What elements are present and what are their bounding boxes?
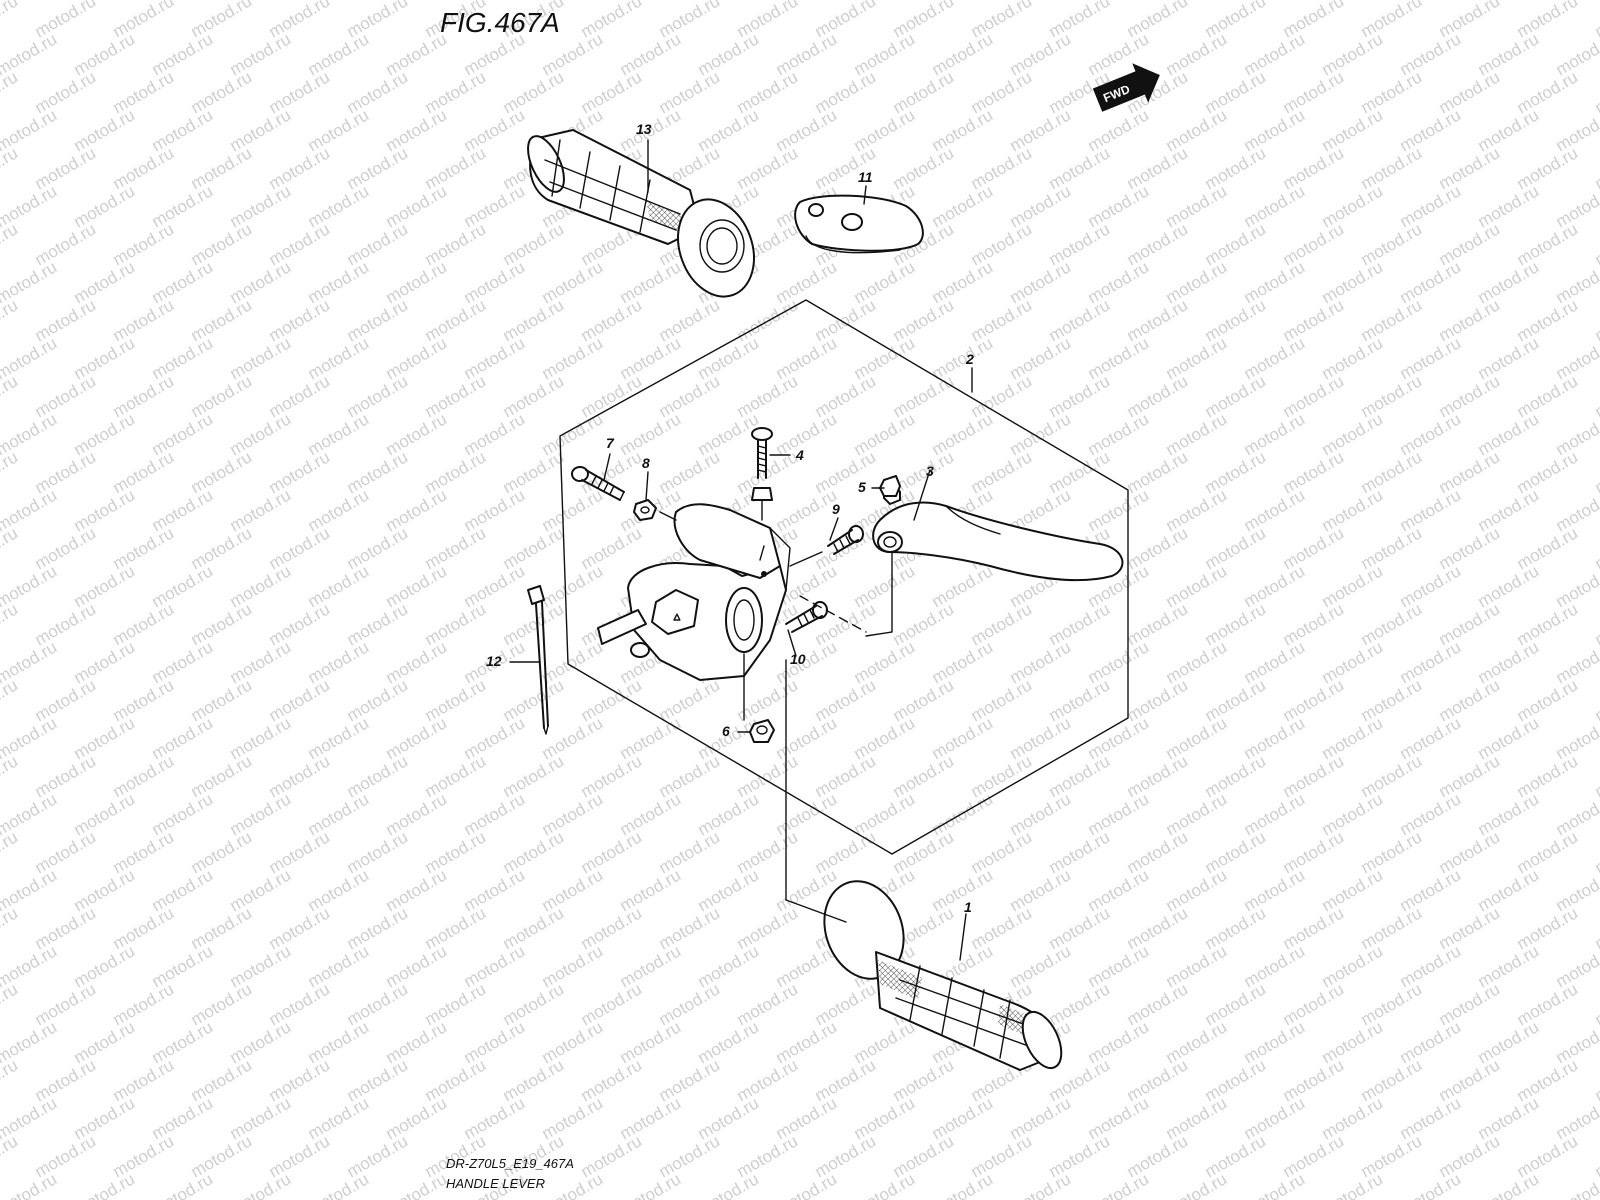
watermark-text: motod.ru <box>0 903 21 953</box>
watermark-text: motod.ru <box>0 827 21 877</box>
watermark-text: motod.ru <box>1592 827 1600 877</box>
watermark-text: motod.ru <box>383 1169 451 1200</box>
nut-5 <box>879 475 901 497</box>
callout-2: 2 <box>965 351 974 367</box>
watermark-text: motod.ru <box>1553 1169 1600 1200</box>
watermark-text: motod.ru <box>539 1169 607 1200</box>
callout-7: 7 <box>606 435 615 451</box>
watermark-text: motod.ru <box>1553 333 1600 383</box>
watermark-text: motod.ru <box>1553 485 1600 535</box>
watermark-text: motod.ru <box>1553 713 1600 763</box>
watermark-text: motod.ru <box>851 1169 919 1200</box>
watermark-text: motod.ru <box>1592 903 1600 953</box>
watermark-text: motod.ru <box>1163 1169 1231 1200</box>
watermark-text: motod.ru <box>1553 1017 1600 1067</box>
callout-8: 8 <box>642 455 650 471</box>
watermark-text: motod.ru <box>1241 1169 1309 1200</box>
callout-1: 1 <box>964 899 972 915</box>
watermark-text: motod.ru <box>929 1169 997 1200</box>
callout-6: 6 <box>722 723 730 739</box>
watermark-text: motod.ru <box>1592 751 1600 801</box>
callout-13: 13 <box>636 121 652 137</box>
watermark-text: motod.ru <box>227 1169 295 1200</box>
watermark-text: motod.ru <box>0 751 21 801</box>
watermark-text: motod.ru <box>1397 1169 1465 1200</box>
callout-4: 4 <box>795 447 804 463</box>
watermark-text: motod.ru <box>0 143 21 193</box>
footer-name: HANDLE LEVER <box>446 1176 545 1191</box>
watermark-text: motod.ru <box>0 979 21 1029</box>
watermark-text: motod.ru <box>0 1131 21 1181</box>
footer-code: DR-Z70L5_E19_467A <box>446 1156 574 1171</box>
watermark-text: motod.ru <box>1553 865 1600 915</box>
watermark-text: motod.ru <box>617 1169 685 1200</box>
watermark-text: motod.ru <box>1592 979 1600 1029</box>
watermark-text: motod.ru <box>1553 409 1600 459</box>
watermark-text: motod.ru <box>0 599 21 649</box>
watermark-text: motod.ru <box>1592 675 1600 725</box>
watermark-text: motod.ru <box>0 0 21 41</box>
figure-title: FIG.467A <box>440 7 560 38</box>
watermark-text: motod.ru <box>1553 789 1600 839</box>
watermark-text: motod.ru <box>1592 219 1600 269</box>
watermark-text: motod.ru <box>0 1169 60 1200</box>
watermark-text: motod.ru <box>1475 1169 1543 1200</box>
watermark-text: motod.ru <box>1553 561 1600 611</box>
watermark-text: motod.ru <box>1592 67 1600 117</box>
watermark-text: motod.ru <box>0 67 21 117</box>
watermark-text: motod.ru <box>0 371 21 421</box>
callout-9: 9 <box>832 501 840 517</box>
watermark-text: motod.ru <box>1592 143 1600 193</box>
watermark-text: motod.ru <box>773 1169 841 1200</box>
watermark-text: motod.ru <box>1085 1169 1153 1200</box>
watermark-text: motod.ru <box>1592 447 1600 497</box>
watermark-text: motod.ru <box>1007 1169 1075 1200</box>
watermark-text: motod.ru <box>305 1169 373 1200</box>
watermark-text: motod.ru <box>695 1169 763 1200</box>
watermark-text: motod.ru <box>71 1169 139 1200</box>
nut-6 <box>749 719 775 743</box>
watermark-text: motod.ru <box>1553 29 1600 79</box>
watermark-text: motod.ru <box>1592 599 1600 649</box>
svg-text:▲: ▲ <box>672 612 682 623</box>
throttle-cover <box>794 194 924 254</box>
watermark-text: motod.ru <box>0 1055 21 1105</box>
watermark-text: motod.ru <box>1553 941 1600 991</box>
watermark-text: motod.ru <box>0 675 21 725</box>
watermark-text: motod.ru <box>0 219 21 269</box>
callout-10: 10 <box>790 651 806 667</box>
watermark-text: motod.ru <box>1592 1131 1600 1181</box>
watermark-text: motod.ru <box>1592 523 1600 573</box>
watermark-text: motod.ru <box>1553 181 1600 231</box>
watermark-text: motod.ru <box>1553 257 1600 307</box>
callout-3: 3 <box>926 463 934 479</box>
watermark-text: motod.ru <box>0 447 21 497</box>
watermark-text: motod.ru <box>149 1169 217 1200</box>
watermark-text: motod.ru <box>1592 1055 1600 1105</box>
callout-11: 11 <box>858 169 873 185</box>
watermark-text: motod.ru <box>1553 637 1600 687</box>
watermark-text: motod.ru <box>1553 105 1600 155</box>
watermark-text: motod.ru <box>0 523 21 573</box>
watermark-text: motod.ru <box>1553 1093 1600 1143</box>
watermark-text: motod.ru <box>1592 295 1600 345</box>
callout-12: 12 <box>486 653 502 669</box>
watermark-text: motod.ru <box>1592 371 1600 421</box>
watermark-text: motod.ru <box>0 295 21 345</box>
watermark-text: motod.ru <box>1319 1169 1387 1200</box>
callout-5: 5 <box>858 479 866 495</box>
